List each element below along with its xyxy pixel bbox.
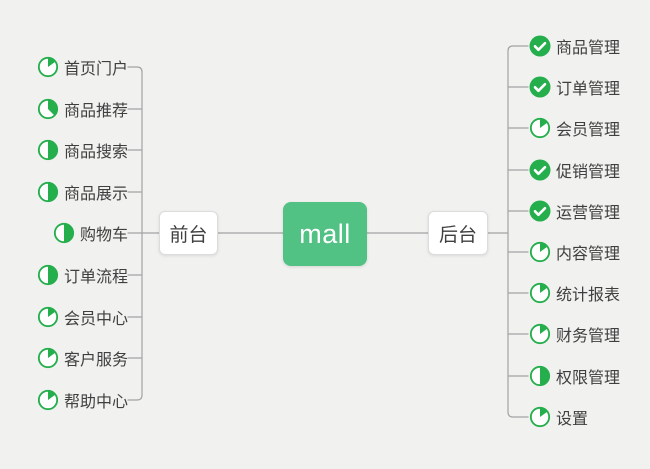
progress-pie-icon [528,281,552,305]
node-root-label: mall [299,218,351,249]
progress-pie-icon [528,405,552,429]
leaf-label: 商品搜索 [63,144,128,161]
leaf-node-left-3[interactable]: 商品展示 [36,180,128,204]
node-backend-label: 后台 [438,224,477,246]
leaf-node-right-1[interactable]: 订单管理 [528,75,620,99]
progress-pie-icon [36,55,60,79]
progress-pie-icon [36,263,60,287]
leaf-label: 促销管理 [556,164,621,181]
leaf-label: 会员中心 [63,311,128,328]
leaf-label: 运营管理 [556,205,621,222]
node-backend[interactable]: 后台 [428,211,488,255]
progress-pie-icon [36,346,60,370]
check-circle-icon [528,75,552,99]
progress-pie-icon [528,322,552,346]
leaf-label: 客户服务 [63,352,128,369]
leaf-label: 财务管理 [556,328,621,345]
check-circle-icon [528,199,552,223]
leaf-node-left-7[interactable]: 客户服务 [36,346,128,370]
progress-pie-icon [36,305,60,329]
leaf-node-right-5[interactable]: 内容管理 [528,240,620,264]
leaf-node-left-6[interactable]: 会员中心 [36,305,128,329]
progress-pie-icon [52,221,76,245]
leaf-node-right-0[interactable]: 商品管理 [528,34,620,58]
progress-pie-icon [36,138,60,162]
leaf-node-right-4[interactable]: 运营管理 [528,199,620,223]
node-root-mall[interactable]: mall [283,202,367,266]
progress-pie-icon [528,116,552,140]
progress-pie-icon [36,180,60,204]
leaf-node-left-1[interactable]: 商品推荐 [36,97,128,121]
leaf-node-right-7[interactable]: 财务管理 [528,322,620,346]
leaf-label: 统计报表 [556,287,621,304]
progress-pie-icon [528,364,552,388]
leaf-node-left-5[interactable]: 订单流程 [36,263,128,287]
leaf-node-left-0[interactable]: 首页门户 [36,55,128,79]
leaf-label: 会员管理 [556,122,621,139]
leaf-label: 订单管理 [556,81,621,98]
progress-pie-icon [36,97,60,121]
leaf-label: 购物车 [79,227,128,244]
leaf-node-left-4[interactable]: 购物车 [52,221,128,245]
leaf-label: 商品推荐 [63,103,128,120]
leaf-label: 设置 [556,411,589,428]
leaf-node-right-9[interactable]: 设置 [528,405,588,429]
leaf-node-left-8[interactable]: 帮助中心 [36,388,128,412]
leaf-node-right-6[interactable]: 统计报表 [528,281,620,305]
node-frontend-label: 前台 [169,224,208,246]
leaf-node-right-3[interactable]: 促销管理 [528,158,620,182]
leaf-label: 帮助中心 [63,394,128,411]
progress-pie-icon [528,240,552,264]
leaf-label: 权限管理 [556,370,621,387]
leaf-label: 首页门户 [63,61,128,78]
leaf-node-right-2[interactable]: 会员管理 [528,116,620,140]
leaf-node-left-2[interactable]: 商品搜索 [36,138,128,162]
progress-pie-icon [36,388,60,412]
check-circle-icon [528,158,552,182]
leaf-label: 订单流程 [63,269,128,286]
node-frontend[interactable]: 前台 [159,211,218,255]
leaf-label: 商品展示 [63,186,128,203]
check-circle-icon [528,34,552,58]
leaf-label: 内容管理 [556,246,621,263]
leaf-label: 商品管理 [556,40,621,57]
leaf-node-right-8[interactable]: 权限管理 [528,364,620,388]
